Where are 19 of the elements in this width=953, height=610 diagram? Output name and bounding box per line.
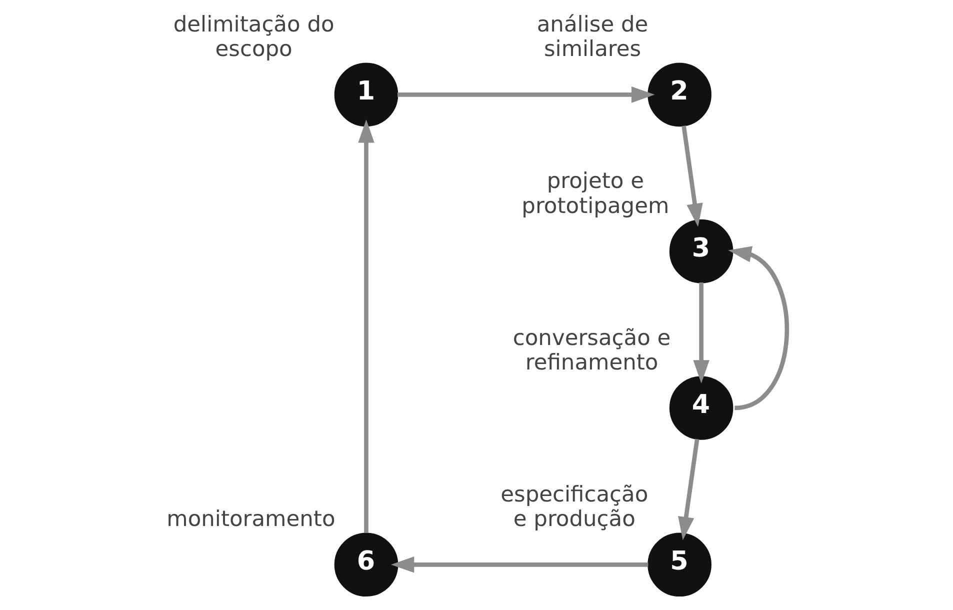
node-label: conversação e refinamento — [512, 326, 670, 376]
node-circle: 5 — [647, 532, 711, 597]
node-circle: 2 — [647, 62, 711, 127]
node-label: monitoramento — [166, 507, 335, 532]
node-circle: 1 — [334, 62, 398, 127]
arrow — [681, 125, 702, 227]
node-label: análise de similares — [536, 12, 648, 62]
arrow — [396, 86, 654, 103]
arrow — [728, 246, 788, 410]
arrow — [390, 556, 648, 573]
node-circle: 3 — [668, 219, 733, 284]
arrow — [692, 282, 709, 384]
node-label: projeto e prototipagem — [521, 169, 669, 219]
arrow — [678, 438, 699, 540]
node-label: delimitação do escopo — [172, 12, 334, 62]
node-circle: 6 — [334, 532, 398, 597]
arrow — [358, 119, 374, 533]
node-label: especificação e produção — [500, 482, 648, 532]
node-circle: 4 — [668, 376, 733, 440]
